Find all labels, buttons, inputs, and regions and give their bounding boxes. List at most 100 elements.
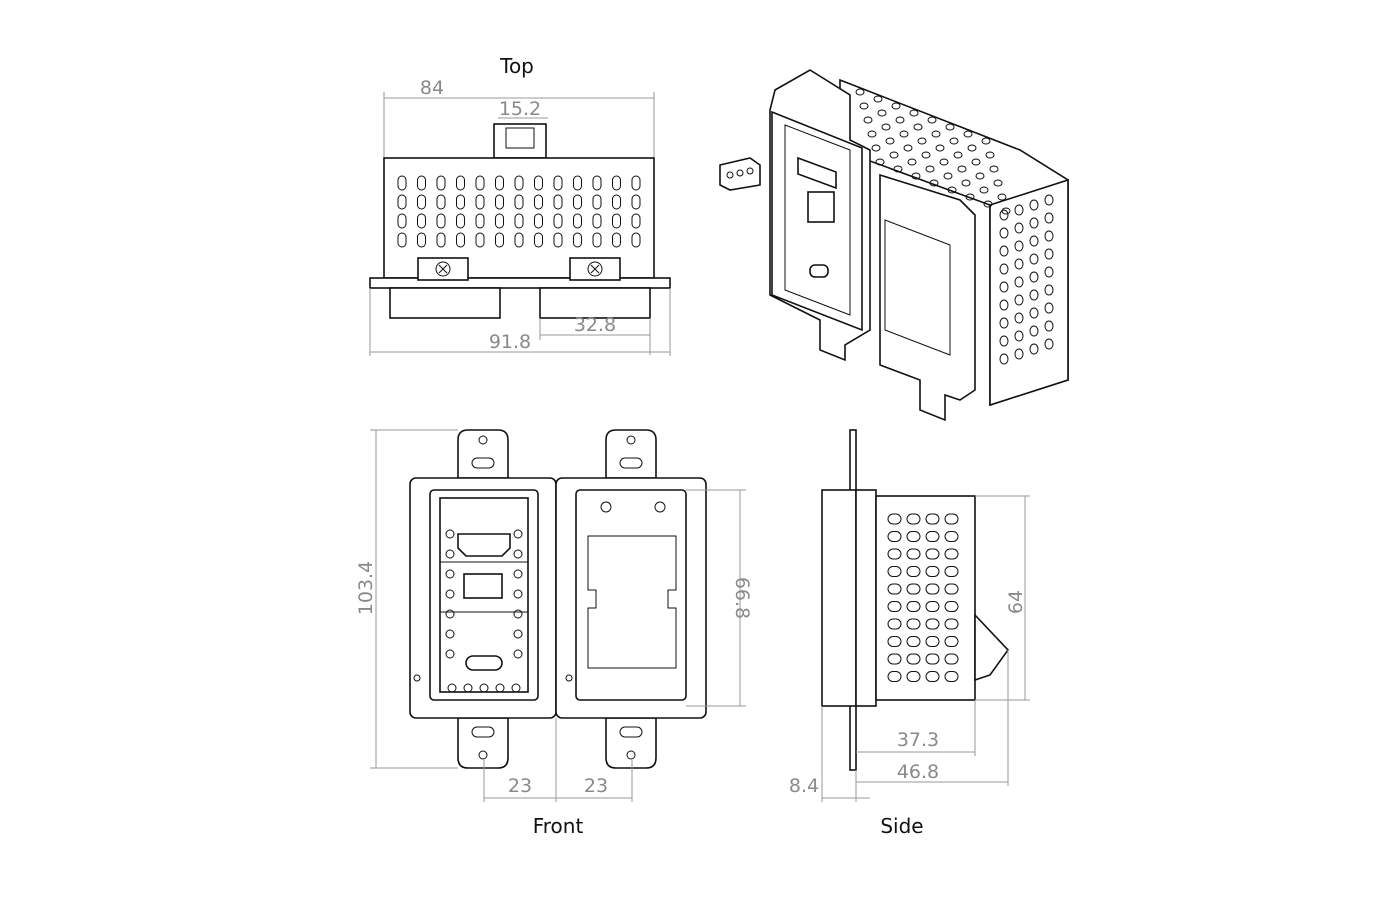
side-view-label: Side — [880, 814, 923, 838]
vent-hole — [445, 649, 455, 659]
vent-hole — [944, 531, 959, 542]
vent-hole — [1029, 235, 1039, 247]
vent-hole — [1044, 266, 1054, 278]
vent-hole — [925, 531, 940, 542]
vent-hole — [495, 213, 504, 229]
dim-8-4-text: 8.4 — [789, 775, 819, 797]
vent-hole — [1029, 253, 1039, 265]
vent-hole — [944, 513, 959, 525]
vent-hole — [999, 353, 1009, 365]
vent-hole — [983, 200, 993, 208]
vent-hole — [534, 175, 543, 191]
terminal-block-icon — [463, 573, 503, 599]
vent-hole — [887, 531, 902, 542]
vent-hole — [1044, 320, 1054, 332]
dim-84-text: 84 — [420, 77, 444, 99]
vent-hole — [1029, 199, 1039, 211]
vent-hole — [895, 116, 905, 124]
top-view: Top 84 15.2 32.8 91.8 — [369, 54, 671, 356]
vent-hole — [887, 636, 902, 647]
vent-hole — [495, 232, 504, 248]
vent-hole — [553, 213, 563, 229]
screw-icon — [435, 261, 451, 277]
vent-hole — [906, 531, 921, 542]
vent-hole — [925, 601, 940, 612]
vent-hole — [963, 130, 973, 138]
vent-hole — [475, 194, 485, 210]
vent-hole — [612, 213, 621, 229]
side-connector — [974, 612, 1010, 682]
vent-hole — [893, 165, 903, 173]
vent-hole — [906, 566, 921, 577]
dim-8-4: 8.4 — [789, 706, 870, 802]
vent-hole — [1014, 222, 1024, 234]
front-ear-top-left — [457, 429, 509, 479]
dim-15-2: 15.2 — [498, 98, 548, 120]
vent-hole — [889, 151, 899, 159]
dim-84: 84 — [383, 77, 655, 158]
dim-37-3: 37.3 — [856, 700, 976, 756]
vent-hole — [445, 569, 455, 579]
vent-hole — [573, 175, 582, 191]
vent-hole — [1014, 330, 1024, 342]
side-view: 64 37.3 46.8 8.4 Side — [789, 429, 1030, 838]
vent-hole — [906, 636, 921, 647]
vent-hole — [534, 232, 543, 248]
dim-37-3-text: 37.3 — [897, 729, 939, 751]
vent-hole — [943, 172, 953, 180]
vent-hole — [397, 232, 407, 248]
vent-hole — [887, 583, 902, 595]
vent-hole — [899, 130, 909, 138]
dim-66-8-text: 66.8 — [731, 577, 753, 619]
vent-hole — [925, 566, 940, 577]
dim-46-8-text: 46.8 — [897, 761, 939, 783]
vent-hole — [873, 95, 883, 103]
vent-hole — [985, 151, 995, 159]
dim-23-right-text: 23 — [584, 775, 608, 797]
vent-hole — [949, 137, 959, 145]
vent-hole — [475, 175, 485, 191]
terminal-block-icon — [807, 191, 835, 223]
vent-hole — [592, 232, 602, 248]
vent-hole — [887, 513, 902, 525]
vent-hole — [1014, 294, 1024, 306]
vent-hole — [417, 213, 426, 229]
side-front-box — [821, 489, 857, 707]
vent-hole — [553, 175, 563, 191]
top-port-left — [389, 287, 501, 319]
vent-hole — [513, 549, 523, 559]
vent-hole — [925, 636, 940, 647]
vent-hole — [925, 653, 940, 665]
dim-91-8-text: 91.8 — [489, 331, 531, 353]
vent-hole — [1044, 194, 1054, 206]
vent-hole — [925, 513, 940, 525]
vent-hole — [921, 151, 931, 159]
vent-hole — [999, 335, 1009, 347]
vent-hole — [397, 175, 407, 191]
usb-c-port-icon — [809, 264, 829, 278]
hdmi-port-icon — [457, 533, 511, 557]
vent-hole — [1029, 307, 1039, 319]
front-view: 103.4 66.8 23 23 Front — [355, 429, 753, 838]
vent-hole — [917, 137, 927, 145]
vent-hole — [999, 299, 1009, 311]
vent-hole — [445, 629, 455, 639]
vent-hole — [925, 583, 940, 595]
vent-hole — [999, 317, 1009, 329]
dim-91-8: 91.8 — [369, 288, 671, 356]
vent-hole — [513, 589, 523, 599]
vent-hole — [1044, 302, 1054, 314]
vent-hole — [495, 175, 504, 191]
vent-hole — [961, 179, 971, 187]
vent-hole — [447, 683, 457, 693]
vent-hole — [906, 583, 921, 595]
vent-hole — [475, 213, 485, 229]
vent-hole — [397, 213, 407, 229]
vent-hole — [967, 144, 977, 152]
vent-hole — [456, 175, 465, 191]
vent-hole — [573, 194, 582, 210]
vent-hole — [877, 109, 887, 117]
vent-hole — [913, 123, 923, 131]
dim-23-left: 23 23 — [483, 718, 633, 802]
vent-hole — [573, 232, 582, 248]
